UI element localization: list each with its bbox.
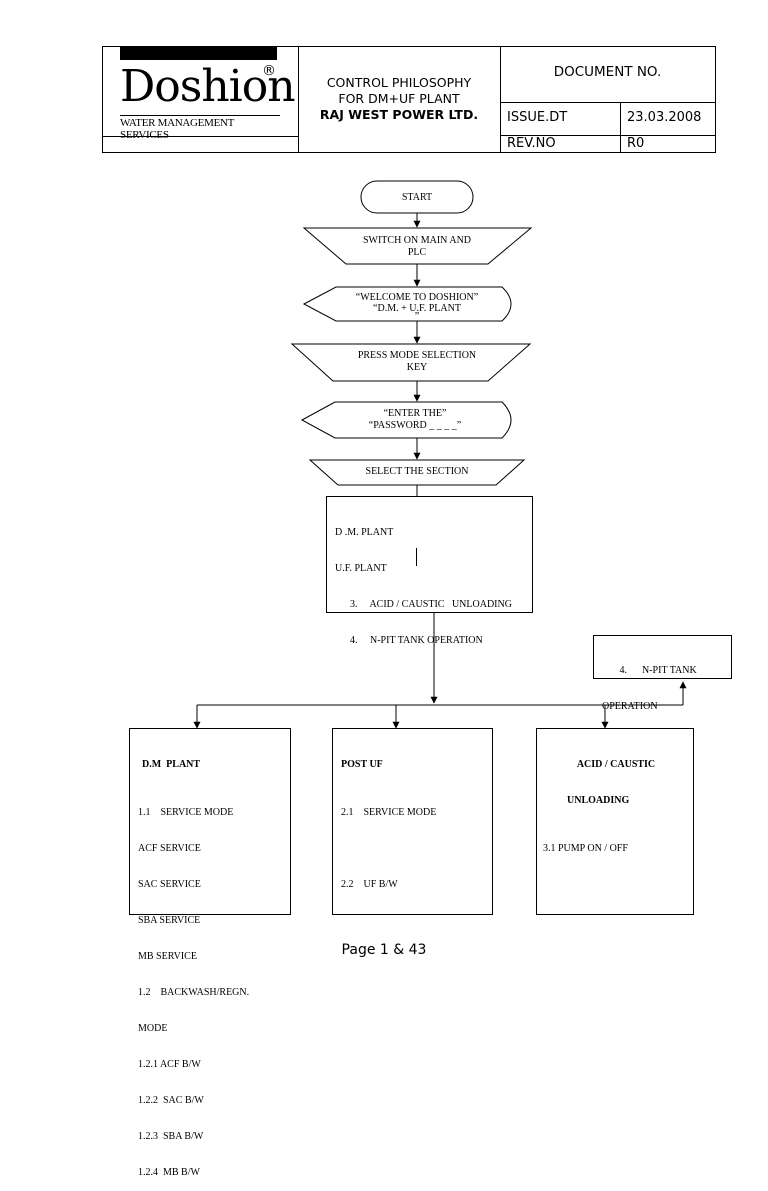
npit-label: 4. N-PIT TANK OPERATION (602, 641, 697, 725)
dm-line: ACF SERVICE (138, 843, 201, 854)
switch-on-line: PLC (407, 247, 427, 258)
uf-line (341, 843, 436, 855)
dm-plant-title: D.M PLANT (142, 759, 201, 770)
menu-item-acid-caustic: 3. ACID / CAUSTIC UNLOADING (335, 599, 512, 610)
section-menu-list: D .M. PLANT U.F. PLANT 3. ACID / CAUSTIC… (335, 503, 512, 659)
logo-bar (120, 47, 277, 60)
press-mode-label: PRESS MODE SELECTION KEY (320, 350, 514, 374)
select-section-shape (308, 459, 526, 486)
document-no-label: DOCUMENT NO. (553, 64, 662, 80)
dm-line: 1.2 BACKWASH/REGN. (138, 987, 250, 998)
title-line: RAJ WEST POWER LTD. (319, 107, 479, 122)
dm-line: 1.2.3 SBA B/W (138, 1131, 204, 1142)
issue-label: ISSUE.DT (507, 110, 568, 125)
password-line: “ENTER THE” (383, 408, 447, 419)
logo-subtitle: WATER MANAGEMENT SERVICES (120, 115, 280, 141)
npit-line: 4. N-PIT TANK (602, 665, 697, 676)
dm-line: 1.2.4 MB B/W (138, 1167, 200, 1178)
press-mode-line: KEY (406, 362, 428, 373)
welcome-label: “WELCOME TO DOSHION” “D.M. + U.F. PLANT … (320, 292, 514, 322)
switch-on-label: SWITCH ON MAIN AND PLC (330, 235, 504, 259)
switch-on-shape (302, 227, 533, 265)
select-section-label: SELECT THE SECTION (365, 466, 469, 477)
acid-line: 3.1 PUMP ON / OFF (543, 843, 628, 854)
rev-label: REV.NO (507, 136, 556, 151)
page-footer: Page 1 & 43 (341, 942, 427, 958)
dm-line: SBA SERVICE (138, 915, 201, 926)
press-mode-line: PRESS MODE SELECTION (357, 350, 477, 361)
flowchart-shapes (193, 180, 687, 729)
logo-registered-mark: ® (262, 63, 276, 79)
issue-value: 23.03.2008 (627, 110, 702, 125)
section-menu-box (326, 496, 533, 613)
acid-title-line: ACID / CAUSTIC (576, 759, 656, 770)
welcome-display-shape (302, 286, 512, 322)
acid-title-line: UNLOADING (567, 795, 630, 806)
password-label: “ENTER THE” “PASSWORD _ _ _ _” (318, 408, 512, 432)
title-line: CONTROL PHILOSOPHY (326, 75, 472, 90)
dm-plant-box (129, 728, 291, 915)
uf-line: 2.1 SERVICE MODE (341, 807, 437, 818)
welcome-line: “D.M. + U.F. PLANT (373, 303, 461, 314)
welcome-line: ” (414, 311, 420, 322)
switch-on-line: SWITCH ON MAIN AND (362, 235, 472, 246)
dm-line: 1.2.2 SAC B/W (138, 1095, 204, 1106)
npit-line: OPERATION (602, 701, 658, 712)
password-line: “PASSWORD _ _ _ _” (368, 420, 462, 431)
dm-line: 1.2.1 ACF B/W (138, 1059, 201, 1070)
menu-cursor-line (416, 548, 417, 566)
acid-caustic-box (536, 728, 694, 915)
dm-line: SAC SERVICE (138, 879, 201, 890)
uf-line: 2.2 UF B/W (341, 879, 398, 890)
welcome-line: “WELCOME TO DOSHION” (355, 292, 479, 303)
title-line: FOR DM+UF PLANT (338, 91, 460, 106)
rev-value-cell (620, 135, 716, 153)
dm-line: 1.1 SERVICE MODE (138, 807, 234, 818)
post-uf-content: POST UF 2.1 SERVICE MODE 2.2 UF B/W (341, 735, 436, 903)
post-uf-title: POST UF (341, 759, 383, 770)
dm-plant-content: D.M PLANT 1.1 SERVICE MODE ACF SERVICE S… (138, 735, 249, 1191)
dm-line: MB SERVICE (138, 951, 197, 962)
start-label: START (401, 192, 433, 203)
post-uf-box (332, 728, 493, 915)
menu-item-dm-plant: D .M. PLANT (335, 527, 394, 538)
document-title: CONTROL PHILOSOPHY FOR DM+UF PLANT RAJ W… (300, 75, 498, 123)
press-mode-shape (290, 343, 532, 382)
menu-item-npit: 4. N-PIT TANK OPERATION (335, 635, 483, 646)
npit-box (593, 635, 732, 679)
dm-line: MODE (138, 1023, 168, 1034)
menu-item-uf-plant: U.F. PLANT (335, 563, 387, 574)
password-display-shape (300, 401, 512, 439)
acid-caustic-content: ACID / CAUSTIC UNLOADING 3.1 PUMP ON / O… (543, 735, 689, 867)
logo: Doshion (120, 61, 296, 112)
rev-value: R0 (627, 136, 645, 151)
